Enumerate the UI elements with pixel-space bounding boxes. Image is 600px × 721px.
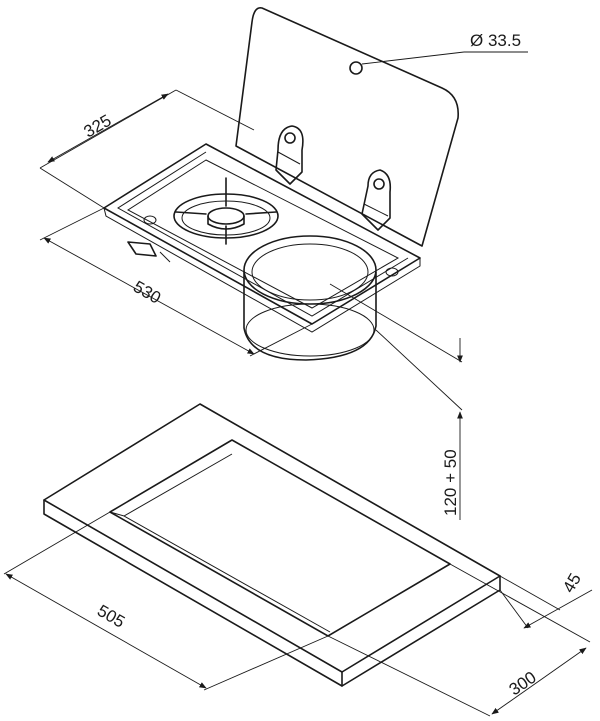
dimension-diameter: Ø 33.5 <box>361 31 528 65</box>
sink-bowl <box>243 235 399 361</box>
dimension-300: 300 <box>327 563 591 717</box>
countertop <box>43 403 501 687</box>
hinge-right <box>361 169 392 231</box>
hinge-left <box>275 125 304 185</box>
glass-lid <box>235 6 459 247</box>
dim-lid-depth: 325 <box>81 111 115 142</box>
dimension-height: 120 + 50 <box>329 283 463 520</box>
dimension-530: 530 <box>39 207 313 357</box>
dim-hole-diameter: Ø 33.5 <box>470 31 521 50</box>
lid-hole <box>349 61 363 75</box>
gas-connector <box>127 241 171 263</box>
dimension-325: 325 <box>39 89 255 209</box>
dimension-505: 505 <box>3 511 329 691</box>
dim-counter-thickness: 45 <box>559 570 585 596</box>
dim-bowl-height: 120 + 50 <box>441 449 460 516</box>
dim-cutout-depth: 300 <box>506 668 540 700</box>
dim-unit-width: 530 <box>130 277 164 308</box>
cutout <box>109 439 451 637</box>
